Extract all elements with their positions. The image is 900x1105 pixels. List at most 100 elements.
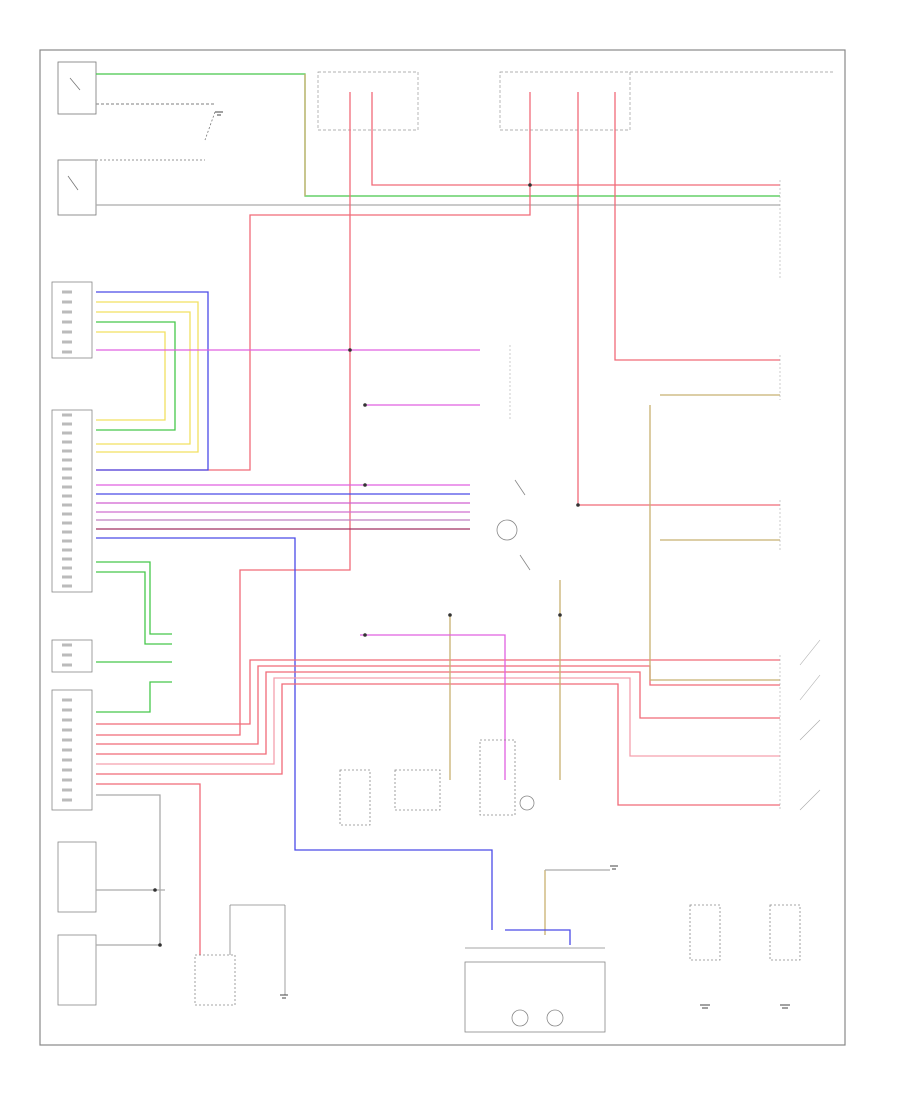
central-module-box [464,961,606,1033]
wire-green-top [96,73,780,197]
diagram-frame [39,49,846,1046]
wire-yellow-2 [96,311,191,445]
wire-blue-long [96,537,493,930]
ground-top [215,111,223,116]
wire-green-c1 [96,561,172,635]
pin-marker [62,748,72,752]
pin-marker [62,320,72,324]
pin-marker [62,548,72,552]
wire-green-2 [96,321,176,431]
pin-marker [62,494,72,498]
wire-paths [96,73,780,955]
switch-lower-1 [57,841,97,913]
wire-gray-l1 [96,794,161,946]
ground-seat [280,994,288,999]
wire-green-c2 [96,571,172,645]
pin-marker [62,512,72,516]
wire-red-fuse4 [577,92,780,506]
pin-marker [62,778,72,782]
fuse-block-right [499,71,631,131]
pin-marker [62,431,72,435]
pin-marker [62,422,72,426]
junction-dot [158,943,162,947]
control-unit-box [394,769,441,811]
pin-marker [62,728,72,732]
pin-marker [62,449,72,453]
wire-red-l3 [96,671,780,755]
pin-marker [62,768,72,772]
fuse-block-group [317,71,835,131]
pin-marker [62,413,72,417]
pin-marker [62,440,72,444]
pin-marker [62,738,72,742]
center-motor [496,519,518,541]
pin-marker [62,698,72,702]
pin-marker [62,521,72,525]
seat-switch-box [194,954,236,1006]
pin-marker [62,530,72,534]
connector-main [51,409,93,593]
wire-green-c4 [96,681,172,713]
module-connector-group [51,281,97,1006]
pin-marker [62,566,72,570]
ground-left-lamp [700,1004,710,1009]
pin-marker [62,485,72,489]
pin-marker [62,330,72,334]
left-lamp-box [689,904,721,961]
pin-marker [62,643,72,647]
bottom-modules [194,904,801,1033]
pin-marker [62,340,72,344]
center-switch-box [479,739,516,816]
pin-marker [62,557,72,561]
junction-dot [448,613,452,617]
wire-blue-upper [96,291,209,471]
pin-marker [62,584,72,588]
wire-tan-r2 [649,405,780,681]
pin-marker [62,758,72,762]
junction-dot [558,613,562,617]
ground-symbols [215,111,790,1009]
wire-red-fuse1 [96,92,351,736]
pin-marker [62,663,72,667]
wire-red-sw [96,783,201,955]
pin-marker [62,788,72,792]
pin-marker [62,503,72,507]
buckle-switch-box [57,159,97,216]
pin-marker [62,653,72,657]
wire-yellow-1 [96,301,199,453]
junction-dot [363,483,367,487]
wire-red-fuse3 [96,92,531,471]
center-components [339,479,535,826]
wire-red-fuse5 [614,92,780,361]
left-center-switch [339,769,371,826]
connector-pin-labels [62,290,72,802]
pin-marker [62,350,72,354]
wire-violet-center [360,634,506,780]
ground-module [610,865,618,870]
pin-marker [62,458,72,462]
pin-marker [62,467,72,471]
pin-marker [62,708,72,712]
top-left-switch-group [57,61,216,216]
junction-dot [363,633,367,637]
wire-red-l1 [96,659,780,725]
right-lamp-box [769,904,801,961]
pin-marker [62,575,72,579]
switch-lower-2 [57,934,97,1006]
wire-red-l4 [96,677,780,765]
right-component-outlines [509,180,821,811]
ground-right-lamp [780,1004,790,1009]
pin-marker [62,300,72,304]
wire-blue-bottom [505,929,571,945]
connector-small [51,639,93,673]
pin-marker [62,310,72,314]
pin-marker [62,718,72,722]
pin-marker [62,798,72,802]
connector-lower [51,689,93,811]
junction-dot [153,888,157,892]
pin-marker [62,476,72,480]
junction-dot [576,503,580,507]
junction-dots [153,183,580,947]
